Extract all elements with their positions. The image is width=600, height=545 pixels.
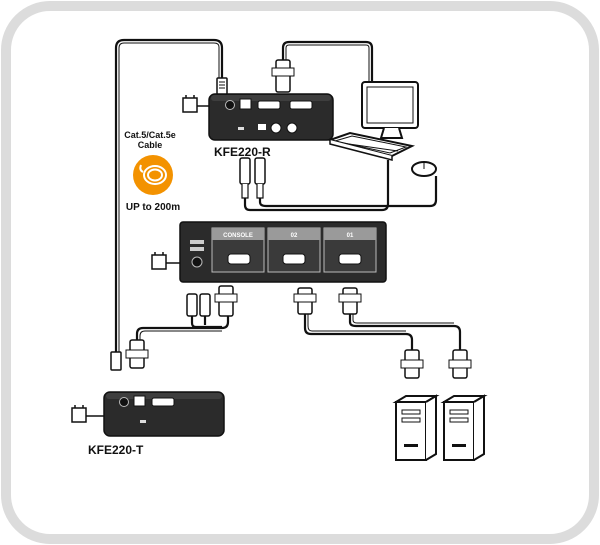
keyboard-icon (326, 131, 416, 161)
port1-label: 01 (347, 233, 354, 239)
transmitter-power-jack-icon (119, 397, 129, 407)
port1-vga-icon (338, 253, 362, 265)
port1-cable (348, 314, 462, 352)
console-cable-vga (135, 316, 230, 352)
computer-2-icon (392, 394, 440, 461)
rj45-port-icon (239, 98, 252, 110)
cat5-cable (114, 38, 224, 352)
port2-vga-icon (282, 253, 306, 265)
kvm-switch: CONSOLE 02 01 (179, 221, 387, 283)
receiver-device: KFE220-R (208, 93, 334, 159)
computer-1-icon (440, 394, 488, 461)
computer-plugs-icon (400, 349, 472, 379)
cables (114, 38, 462, 352)
mouse-icon (411, 161, 437, 177)
ps2-cable-mouse (258, 176, 438, 208)
transmitter-rj45-port-icon (133, 395, 146, 407)
switch-power-adapter-icon (151, 252, 180, 270)
port2-cable (303, 314, 414, 352)
distance-label: UP to 200m (126, 202, 180, 213)
console-port-label: CONSOLE (223, 233, 253, 239)
switch-power-jack-icon (191, 256, 203, 268)
port2-label: 02 (291, 233, 298, 239)
ps2-plugs-receiver-icon (239, 157, 266, 199)
transmitter-plugs-icon (110, 339, 149, 371)
power-jack-icon (225, 100, 235, 110)
console-vga-port-icon (227, 253, 251, 265)
monitor-icon (361, 81, 419, 139)
receiver-model-label: KFE220-R (214, 145, 271, 159)
transmitter-device: KFE220-T (88, 391, 225, 457)
cable-coil-icon (133, 155, 173, 195)
console-cable-ps2 (190, 316, 222, 329)
cable-callout: Cat.5/Cat.5e Cable UP to 200m (124, 130, 180, 213)
vga-plug-icon (271, 59, 295, 93)
vga-cable-monitor (281, 40, 374, 84)
rj45-plug-icon (216, 77, 228, 95)
console-plugs-icon (186, 285, 238, 317)
port-plugs-icon (293, 287, 362, 315)
cable-type-line2: Cable (138, 140, 163, 150)
cable-type-line1: Cat.5/Cat.5e (124, 130, 176, 140)
transmitter-power-adapter-icon (71, 405, 104, 423)
power-adapter-icon (182, 95, 209, 113)
transmitter-model-label: KFE220-T (88, 443, 144, 457)
